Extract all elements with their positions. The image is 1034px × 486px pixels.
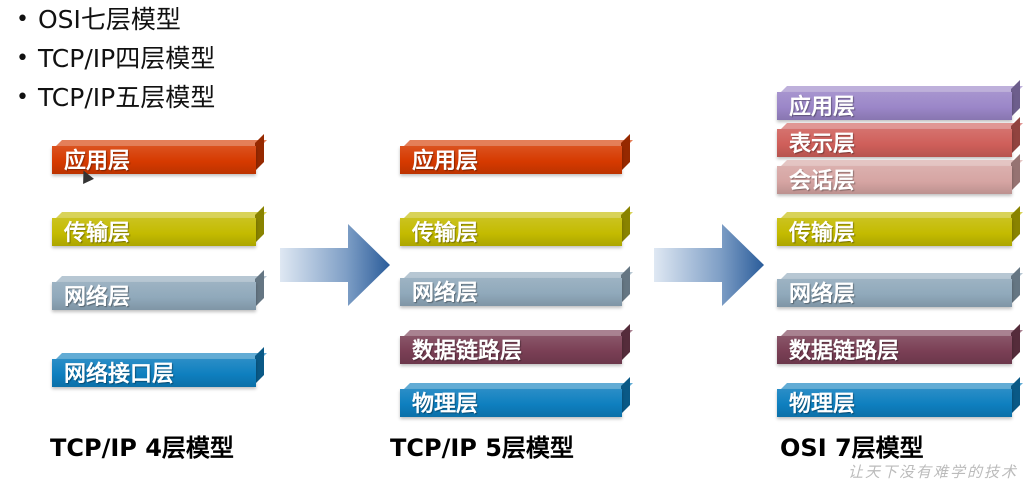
layer-label: 数据链路层 bbox=[789, 339, 900, 364]
bullet-text: TCP/IP五层模型 bbox=[38, 83, 216, 112]
layer-label: 网络层 bbox=[789, 282, 856, 307]
layer-label: 会话层 bbox=[789, 169, 856, 194]
layer-block: 传输层 bbox=[52, 206, 267, 246]
layer-label: 表示层 bbox=[789, 132, 856, 157]
bullet-dot: • bbox=[16, 7, 29, 32]
layer-label: 数据链路层 bbox=[412, 339, 523, 364]
layer-label: 应用层 bbox=[789, 95, 856, 120]
layer-block: 传输层 bbox=[777, 206, 1023, 246]
model-caption: TCP/IP 5层模型 bbox=[390, 434, 574, 462]
bullet-item: • OSI七层模型 bbox=[14, 2, 215, 41]
layer-label: 应用层 bbox=[64, 149, 131, 174]
bullet-item: • TCP/IP五层模型 bbox=[14, 80, 215, 119]
layer-label: 物理层 bbox=[412, 392, 479, 417]
bullet-text: OSI七层模型 bbox=[38, 5, 181, 34]
layer-block: 应用层 bbox=[52, 134, 267, 174]
layer-block: 网络层 bbox=[400, 266, 633, 306]
watermark: 让天下没有难学的技术 bbox=[847, 463, 1018, 481]
layer-block: 物理层 bbox=[777, 377, 1023, 417]
layer-label: 网络层 bbox=[64, 285, 131, 310]
bullet-text: TCP/IP四层模型 bbox=[38, 44, 216, 73]
layer-block: 数据链路层 bbox=[400, 324, 633, 364]
layer-block: 物理层 bbox=[400, 377, 633, 417]
model-caption: TCP/IP 4层模型 bbox=[50, 434, 234, 462]
layer-label: 网络层 bbox=[412, 281, 479, 306]
layer-block: 网络层 bbox=[777, 267, 1023, 307]
layer-block: 表示层 bbox=[777, 117, 1023, 157]
layer-block: 应用层 bbox=[400, 134, 633, 174]
bullet-list: • OSI七层模型 • TCP/IP四层模型 • TCP/IP五层模型 bbox=[14, 2, 215, 119]
layer-label: 传输层 bbox=[789, 221, 856, 246]
model-caption: OSI 7层模型 bbox=[780, 434, 924, 462]
bullet-item: • TCP/IP四层模型 bbox=[14, 41, 215, 80]
layer-block: 网络接口层 bbox=[52, 347, 267, 387]
layer-label: 应用层 bbox=[412, 149, 479, 174]
layer-block: 应用层 bbox=[777, 80, 1023, 120]
layer-label: 传输层 bbox=[64, 221, 131, 246]
layer-label: 网络接口层 bbox=[64, 362, 175, 387]
layer-block: 网络层 bbox=[52, 270, 267, 310]
right-arrow-icon bbox=[280, 224, 390, 306]
bullet-dot: • bbox=[16, 46, 29, 71]
right-arrow-icon bbox=[654, 224, 764, 306]
layer-block: 会话层 bbox=[777, 154, 1023, 194]
bullet-dot: • bbox=[16, 85, 29, 110]
layer-label: 物理层 bbox=[789, 392, 856, 417]
layer-block: 数据链路层 bbox=[777, 324, 1023, 364]
layer-label: 传输层 bbox=[412, 221, 479, 246]
layer-block: 传输层 bbox=[400, 206, 633, 246]
